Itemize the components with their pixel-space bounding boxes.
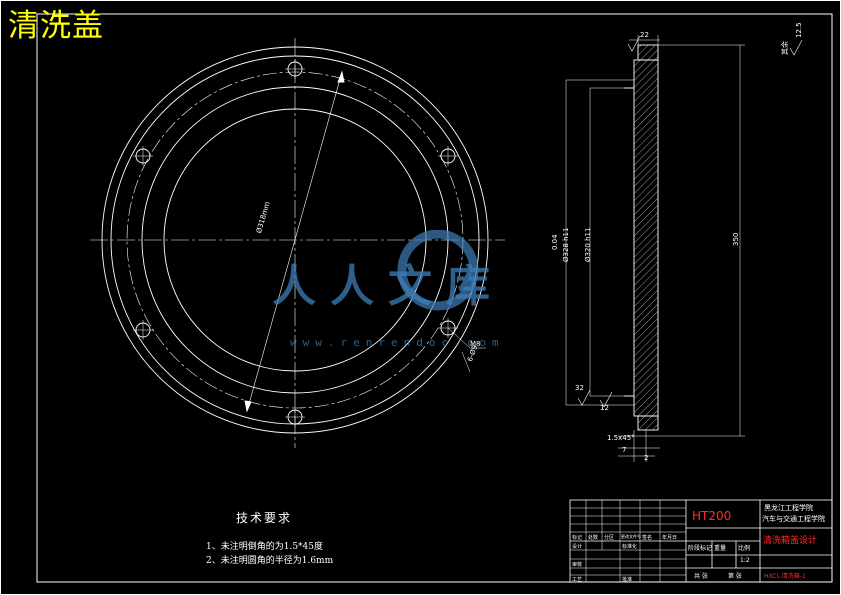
left-diameter-2-label: Ø320 h11 <box>584 227 592 262</box>
tb-craft: 工艺 <box>572 577 583 583</box>
scale-label: 比例 <box>738 545 751 552</box>
weight-label: 重量 <box>714 545 727 552</box>
tech-requirement-2: 2、未注明圆角的半径为1.6mm <box>206 556 334 566</box>
department-name: 汽车与交通工程学院 <box>762 515 825 523</box>
top-width-label: 22 <box>640 31 649 39</box>
tb-design: 设计 <box>572 544 583 550</box>
watermark-logo-icon <box>397 230 479 311</box>
bottom-2-label: 2 <box>644 454 649 462</box>
scale-value: 1:2 <box>740 557 750 564</box>
tb-mark: 标记 <box>572 535 583 541</box>
left-diameter-1-label: Ø328 h11 <box>562 227 570 262</box>
bottom-7-label: 7 <box>622 446 627 454</box>
bottom-32-label: 32 <box>575 384 584 392</box>
chamfer-label: 1.5x45° <box>607 434 635 442</box>
tech-requirement-1: 1、未注明倒角的为1.5*45度 <box>206 542 323 552</box>
roughness-label: 12.5 <box>795 22 803 38</box>
overall-height-label: 350 <box>732 232 740 246</box>
sheet-number: 第 张 <box>728 573 742 580</box>
drawing-number: HXCL-清洗箱-1 <box>764 573 806 580</box>
tech-requirements-heading: 技术要求 <box>236 511 293 525</box>
sheet-total: 共 张 <box>694 573 708 580</box>
tb-standard: 标准化 <box>622 544 638 550</box>
watermark-url: www.renrendoc.com <box>290 336 505 349</box>
bottom-12-label: 12 <box>600 404 609 412</box>
bolt-label: M8 <box>470 340 481 348</box>
watermark-text: 人人文库 <box>272 261 504 312</box>
tb-zone: 分区 <box>604 535 615 541</box>
inner-frame <box>36 13 833 583</box>
tb-approve: 批准 <box>622 577 633 583</box>
material-label: HT200 <box>692 509 732 523</box>
title-block-frame <box>569 499 833 583</box>
part-name: 清洗箱盖设计 <box>763 536 818 546</box>
tb-check: 审核 <box>572 562 583 568</box>
tb-signature: 签名 <box>642 535 653 541</box>
left-small-label: 0.04 <box>551 234 559 250</box>
other-surfaces-label: 其余 <box>781 41 789 55</box>
drawing-title: 清洗盖 <box>8 8 104 44</box>
tb-date: 年月日 <box>662 535 678 541</box>
tb-doc-no: 更改文件号 <box>621 534 641 539</box>
tb-count: 处数 <box>588 535 599 541</box>
stage-mark-label: 阶段标记 <box>688 545 713 552</box>
side-view <box>565 35 803 462</box>
school-name: 黑龙江工程学院 <box>764 504 813 512</box>
